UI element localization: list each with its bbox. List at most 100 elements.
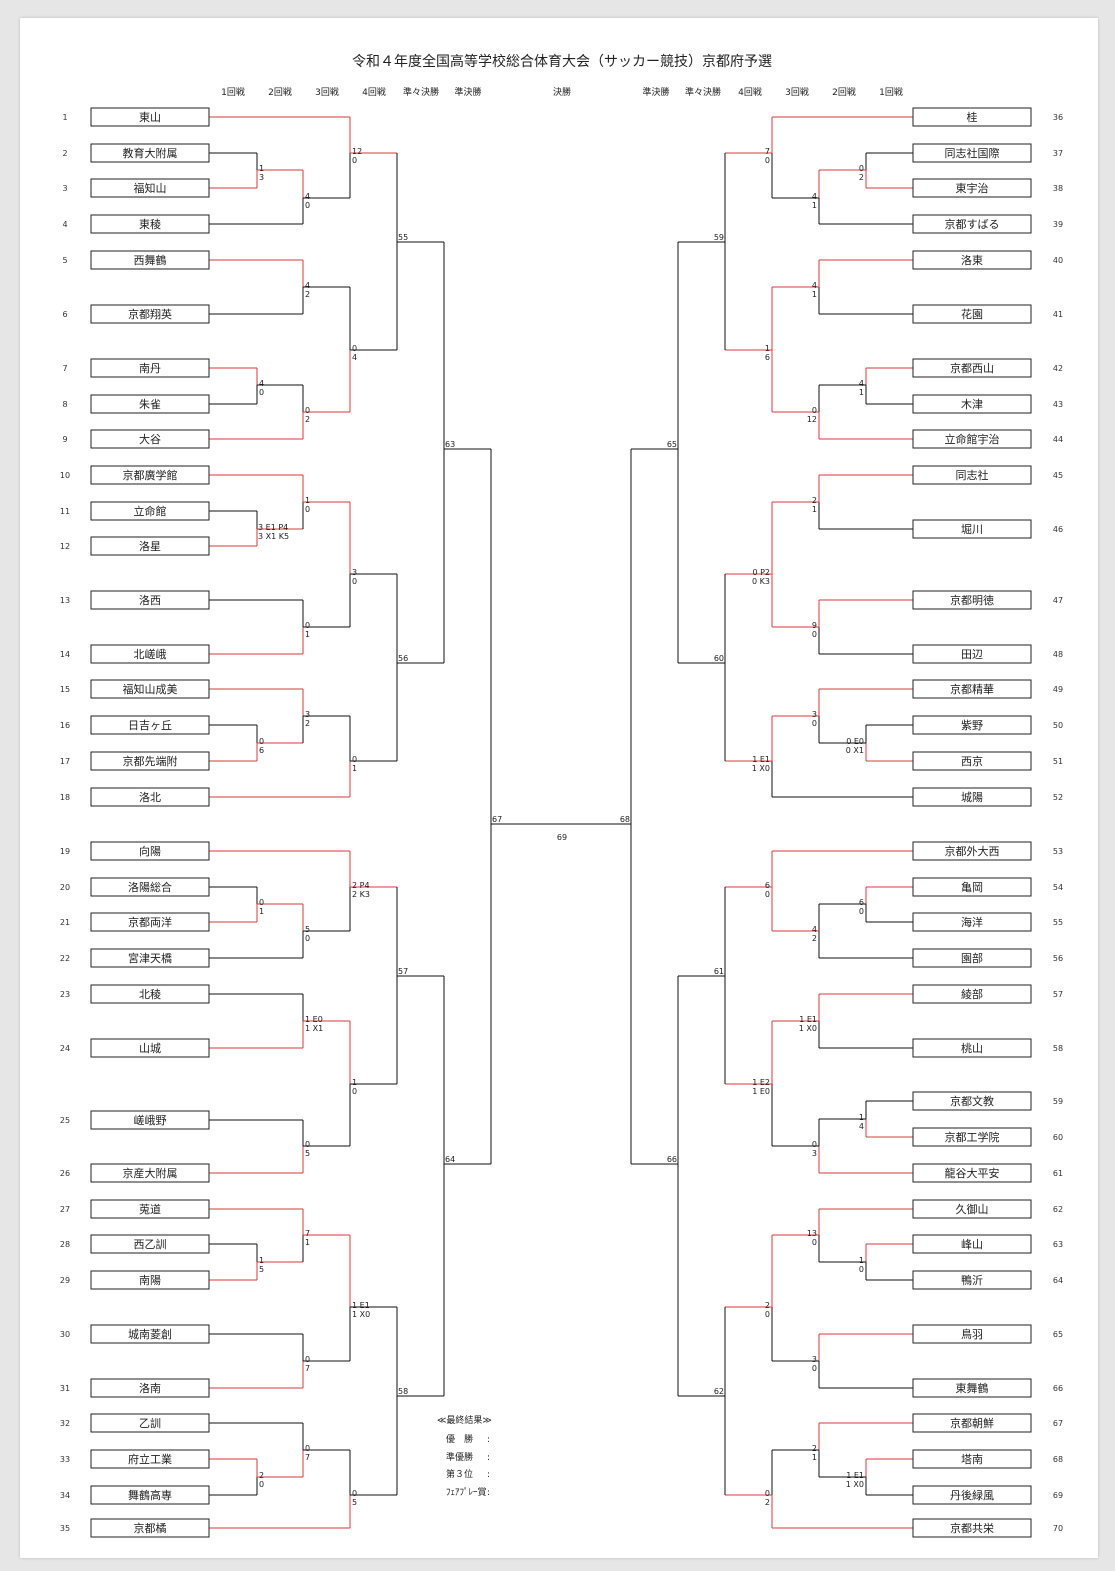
- score-label: 1 E2: [752, 1078, 770, 1087]
- score-label: 4: [812, 925, 817, 934]
- score-label: 3: [812, 1149, 817, 1158]
- score-label: 1 X0: [846, 1480, 864, 1489]
- score-label: 5: [352, 1498, 357, 1507]
- round-header-left-r4: 4回戦: [362, 86, 386, 98]
- score-label: 2 K3: [352, 890, 370, 899]
- round-headers-right: 準決勝 準々決勝 4回戦 3回戦 2回戦 1回戦: [642, 86, 902, 98]
- team-seed: 32: [60, 1419, 70, 1428]
- team-name: 北稜: [139, 988, 161, 1001]
- score-label: 2: [765, 1498, 770, 1507]
- team-name: 亀岡: [961, 880, 983, 894]
- team-seed: 3: [62, 184, 67, 193]
- score-label: 0: [352, 1087, 357, 1096]
- score-label: 13: [807, 1229, 817, 1238]
- team-name: 福知山: [134, 181, 167, 195]
- team-seed: 12: [60, 542, 70, 551]
- team-seed: 14: [60, 650, 70, 659]
- score-label: 6: [765, 353, 770, 362]
- team-name: 南丹: [139, 362, 161, 375]
- score-label: 3: [305, 710, 310, 719]
- team-box: [90, 394, 210, 414]
- score-label: 1: [859, 388, 864, 397]
- team-box: [912, 644, 1032, 664]
- team-name: 東稜: [139, 218, 161, 231]
- score-label: 7: [305, 1364, 310, 1373]
- match-number: 67: [492, 815, 502, 824]
- team-seed: 60: [1053, 1133, 1063, 1142]
- team-box: [90, 1378, 210, 1398]
- team-seed: 48: [1053, 650, 1063, 659]
- round-header-right-r1: 1回戦: [879, 86, 903, 98]
- team-box: [90, 590, 210, 610]
- team-name: 京産大附属: [123, 1166, 178, 1180]
- score-label: 2 P4: [352, 881, 370, 890]
- score-label: 0: [305, 1444, 310, 1453]
- team-box: [90, 1413, 210, 1433]
- team-seed: 23: [60, 990, 70, 999]
- team-seed: 62: [1053, 1205, 1063, 1214]
- results-heading: ≪最終結果≫: [437, 1414, 492, 1426]
- team-box: [912, 787, 1032, 807]
- results-third-value: :: [487, 1470, 490, 1480]
- team-box: [90, 751, 210, 771]
- team-name: 京都すばる: [945, 217, 1000, 231]
- score-label: 0: [765, 890, 770, 899]
- match-number: 60: [714, 654, 724, 663]
- team-name: 丹後緑風: [950, 1488, 994, 1502]
- team-box: [90, 1518, 210, 1538]
- team-seed: 2: [62, 149, 67, 158]
- team-box: [90, 841, 210, 861]
- score-label: 0: [305, 406, 310, 415]
- team-seed: 43: [1053, 400, 1063, 409]
- score-label: 0: [305, 1140, 310, 1149]
- results-fairplay-label: ﾌｪｱﾌﾟﾚｰ賞: [446, 1486, 487, 1498]
- team-row: 大谷9: [62, 429, 210, 449]
- team-seed: 53: [1053, 847, 1063, 856]
- team-box: [90, 984, 210, 1004]
- team-seed: 7: [62, 364, 67, 373]
- team-seed: 29: [60, 1276, 70, 1285]
- score-label: 0: [259, 898, 264, 907]
- team-row: 東稜 4: [62, 214, 210, 234]
- score-label: 4: [812, 192, 817, 201]
- score-label: 1: [859, 1256, 864, 1265]
- score-label: 1 E1: [752, 755, 770, 764]
- results-champion-label: 優 勝: [446, 1433, 473, 1445]
- team-seed: 61: [1053, 1169, 1063, 1178]
- score-label: 2: [812, 496, 817, 505]
- team-name: 立命館: [134, 504, 167, 518]
- team-name: 京都文教: [950, 1094, 994, 1108]
- team-box: [912, 984, 1032, 1004]
- score-label: 0: [352, 344, 357, 353]
- score-label: 0: [352, 1489, 357, 1498]
- team-seed: 52: [1053, 793, 1063, 802]
- team-seed: 4: [62, 220, 67, 229]
- team-box: [912, 912, 1032, 932]
- score-label: 0: [812, 1364, 817, 1373]
- team-seed: 44: [1053, 435, 1063, 444]
- team-name: 桂: [967, 110, 978, 124]
- score-label: 0: [765, 1489, 770, 1498]
- results-runnerup-label: 準優勝: [446, 1451, 473, 1463]
- score-label: 0: [859, 907, 864, 916]
- team-name: 園部: [961, 951, 983, 965]
- team-name: 綾部: [961, 987, 983, 1001]
